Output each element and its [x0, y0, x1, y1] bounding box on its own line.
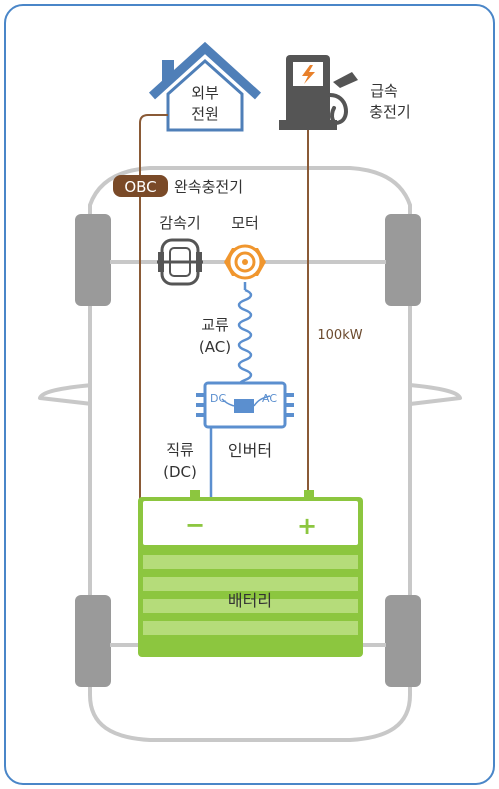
charging-wires: [139, 114, 309, 500]
house-icon: [148, 41, 262, 132]
obc-badge: [113, 175, 168, 197]
battery-minus-sign: −: [185, 511, 205, 539]
lightning-icon: [302, 65, 315, 84]
reducer-label: 감속기: [159, 214, 200, 232]
wheel-front-left: [75, 214, 111, 306]
inverter-ac-label: AC: [262, 392, 277, 405]
slow-charge-wire: [139, 114, 168, 500]
battery-terminal-plus: [304, 490, 314, 498]
battery-label: 배터리: [228, 591, 272, 610]
power-rating-label: 100kW: [317, 328, 362, 343]
wheel-rear-left: [75, 595, 111, 687]
fast-charger-icon: [279, 55, 358, 130]
inverter-dc-label: DC: [210, 392, 226, 405]
external-power-label-line2: 전원: [191, 105, 219, 123]
motor-icon: [224, 244, 266, 280]
ac-label-line1: 교류: [201, 316, 229, 334]
wheels: [75, 214, 421, 687]
dc-label-line1: 직류: [166, 441, 194, 459]
ac-coil-wire: [237, 282, 253, 395]
ac-label-line2: (AC): [199, 338, 231, 356]
wheel-rear-right: [385, 595, 421, 687]
inverter-label: 인버터: [228, 441, 272, 460]
battery-terminal-minus: [190, 490, 200, 498]
battery-icon: [138, 490, 363, 657]
fast-charger-label-line2: 충전기: [369, 103, 410, 121]
wheel-front-right: [385, 214, 421, 306]
gear-reducer-icon: [157, 238, 203, 286]
motor-label: 모터: [231, 214, 259, 232]
dc-label-line2: (DC): [163, 463, 197, 481]
slow-charger-label: 완속충전기: [174, 178, 243, 196]
fast-charger-label-line1: 급속: [370, 82, 398, 100]
obc-badge-text: OBC: [124, 178, 156, 196]
external-power-label-line1: 외부: [191, 84, 219, 102]
battery-plus-sign: +: [297, 512, 317, 540]
inverter-chip-icon: [196, 381, 294, 429]
